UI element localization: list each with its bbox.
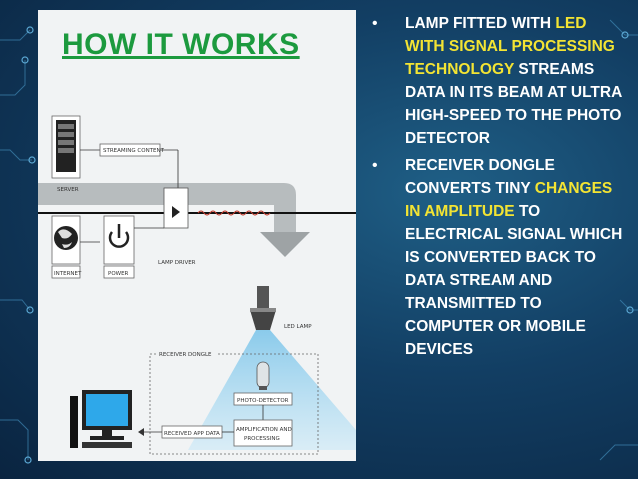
receiver-dongle-label: RECEIVER DONGLE [159,352,212,358]
vlc-diagram: SERVER STREAMING CONTENT LAMP DRIVER INT… [38,115,356,455]
power-icon [103,215,135,265]
bullet-text: LAMP FITTED WITH [405,15,556,32]
bullet-text: RECEIVER DONGLE CONVERTS TINY [405,157,555,197]
photo-detector-label: PHOTO-DETECTOR [237,398,289,404]
signal-wave [197,210,271,216]
power-label: POWER [108,271,129,277]
bullet-list: • LAMP FITTED WITH LED WITH SIGNAL PROCE… [368,12,630,365]
globe-icon [51,215,81,265]
slide-title: HOW IT WORKS [62,28,300,61]
server-label: SERVER [57,187,79,193]
amplification-label-2: PROCESSING [244,436,280,442]
bullet-dot-icon: • [372,157,378,174]
led-lamp-label: LED LAMP [284,324,312,330]
bullet-dot-icon: • [372,15,378,32]
data-pipe [38,183,296,235]
bullet-text: TO ELECTRICAL SIGNAL WHICH IS CONVERTED … [405,203,623,358]
internet-label: INTERNET [54,271,82,277]
bullet-item: • RECEIVER DONGLE CONVERTS TINY CHANGES … [368,154,630,361]
server-icon [51,115,81,179]
bullet-item: • LAMP FITTED WITH LED WITH SIGNAL PROCE… [368,12,630,150]
streaming-content-label: STREAMING CONTENT [103,148,165,154]
bullet-highlight: LED WITH SIGNAL PROCESSING TECHNOLOGY [405,15,615,78]
amplification-label-1: AMPLIFICATION AND [236,427,292,433]
down-arrow [260,232,310,257]
photo-detector-icon [256,361,270,390]
led-lamp-icon [250,286,276,330]
computer-icon [70,390,132,448]
bullet-highlight: CHANGES IN AMPLITUDE [405,180,613,220]
received-app-data-label: RECEIVED APP DATA [164,431,220,437]
bullet-text: STREAMS DATA IN ITS BEAM AT ULTRA HIGH-S… [405,61,622,147]
diagram-panel: SERVER STREAMING CONTENT LAMP DRIVER INT… [38,10,356,461]
light-beam [188,330,356,450]
lamp-driver-label: LAMP DRIVER [158,260,196,266]
